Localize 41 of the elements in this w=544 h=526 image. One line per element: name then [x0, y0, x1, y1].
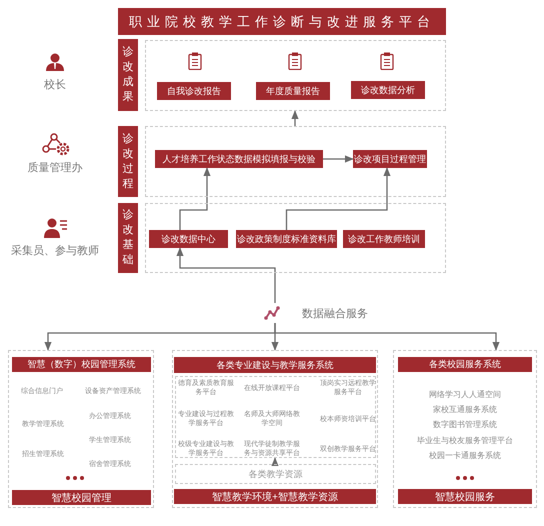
- system-box: 各类专业建设与教学服务系统: [174, 357, 376, 373]
- system-box: 智慧校园服务: [398, 489, 532, 504]
- system-name: 家校互通服务系统: [432, 405, 498, 415]
- arrow: [176, 247, 276, 303]
- arrow: [179, 167, 211, 230]
- dashed-panel: [393, 350, 537, 508]
- dashed-panel: [172, 350, 378, 508]
- system-name: 网络学习人人通空间: [428, 390, 502, 400]
- system-box: 诊改项目过程管理: [353, 150, 427, 168]
- dashed-panel: [145, 126, 446, 197]
- arrow: [323, 155, 354, 163]
- dashed-panel: [145, 203, 446, 273]
- section-label: 诊改成果: [118, 39, 138, 111]
- role-label: 采集员、参与教师: [10, 244, 100, 258]
- section-label: 诊改基础: [118, 203, 138, 273]
- system-box: 智慧（数字）校园管理系统: [12, 357, 151, 372]
- system-box: 诊改工作教师培训: [343, 230, 425, 248]
- system-box: 智慧校园管理: [12, 490, 151, 505]
- resource-box: 各类教学资源: [175, 464, 376, 484]
- dashed-panel: [8, 350, 154, 508]
- system-box: 各类校园服务系统: [398, 357, 532, 372]
- arrow: [274, 323, 500, 351]
- system-name: 校园一卡通服务系统: [428, 451, 502, 461]
- arrow: [291, 110, 299, 126]
- arrow: [286, 167, 391, 230]
- system-name: 数字图书管理系统: [432, 420, 498, 430]
- system-name: 毕业生与校友服务管理平台: [416, 436, 514, 446]
- system-box: 智慧教学环境+智慧教学资源: [174, 489, 376, 504]
- system-box: 诊改政策制度标准资料库: [236, 230, 337, 248]
- platform-grid: [175, 376, 376, 458]
- title-bar: 职业院校教学工作诊断与改进服务平台: [118, 8, 446, 35]
- system-box: 年度质量报告: [256, 82, 330, 100]
- system-box: 人才培养工作状态数据模拟填报与校验: [155, 150, 323, 168]
- system-box: 诊改数据中心: [149, 230, 228, 248]
- system-box: 诊改数据分析: [351, 81, 425, 99]
- arrow: [271, 457, 279, 466]
- section-label: 诊改过程: [118, 126, 138, 197]
- role-label: 校长: [43, 78, 67, 92]
- service-label: 数据融合服务: [302, 306, 368, 320]
- system-box: 自我诊改报告: [157, 82, 231, 100]
- role-label: 质量管理办: [26, 162, 84, 174]
